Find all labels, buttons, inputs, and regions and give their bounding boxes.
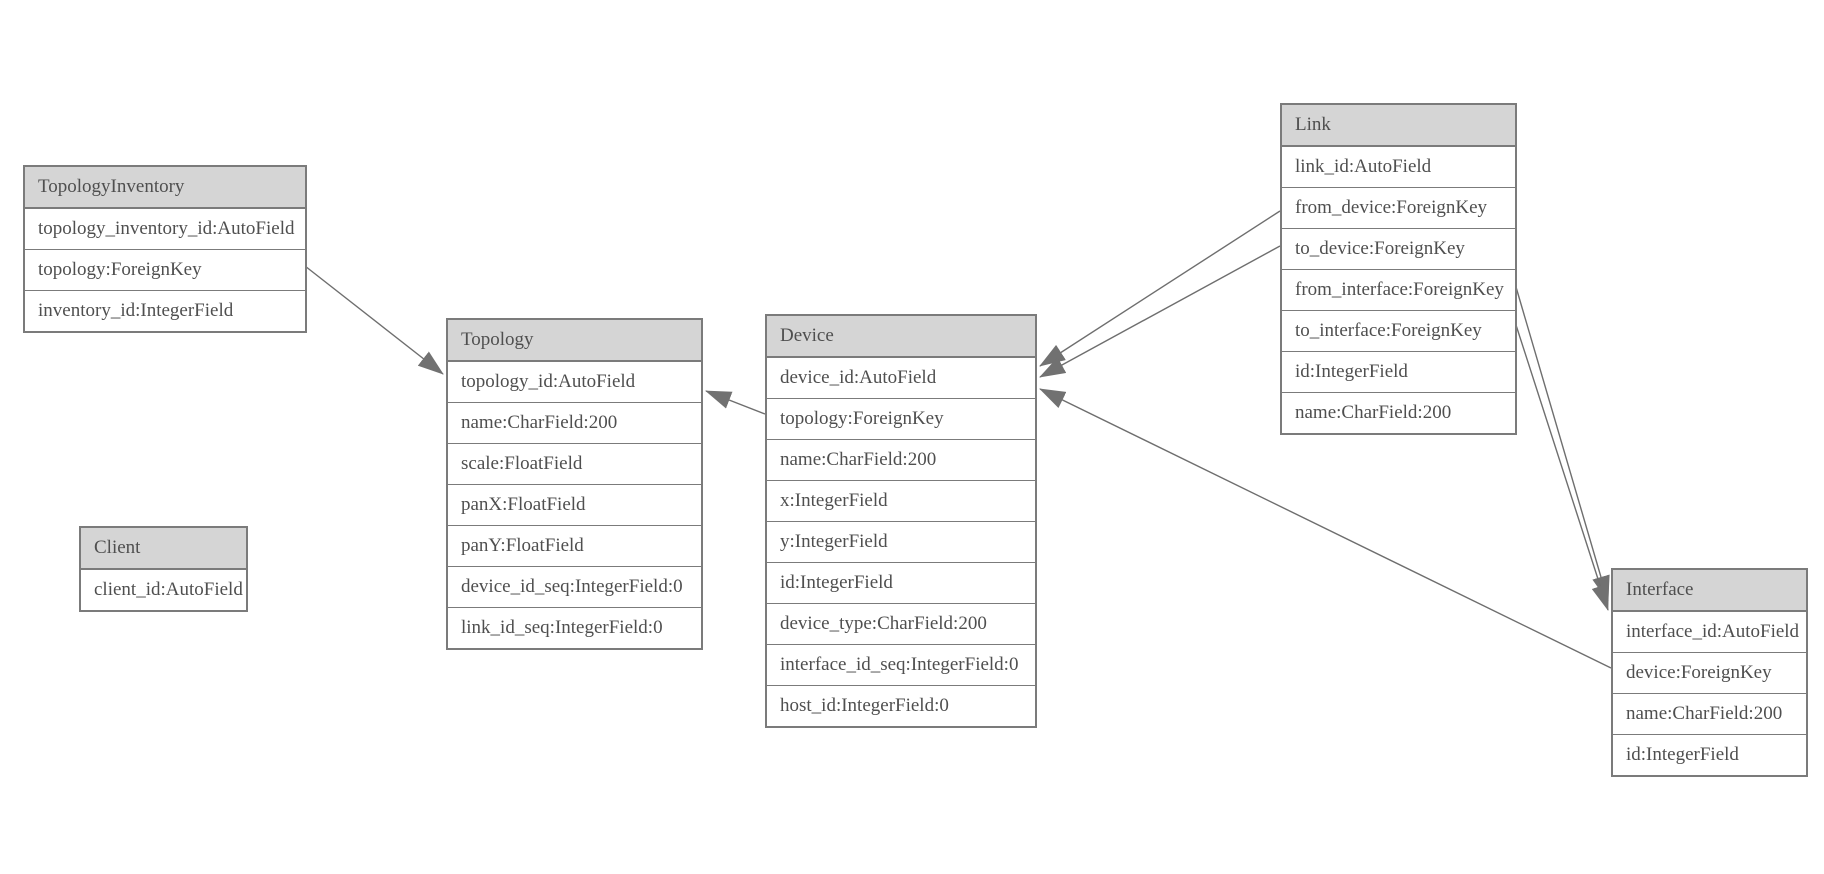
field-row: inventory_id:IntegerField <box>25 291 305 331</box>
field-row: id:IntegerField <box>767 563 1035 604</box>
field-row: name:CharField:200 <box>1613 694 1806 735</box>
field-row: id:IntegerField <box>1282 352 1515 393</box>
field-row: topology:ForeignKey <box>767 399 1035 440</box>
field-row: host_id:IntegerField:0 <box>767 686 1035 726</box>
field-row: y:IntegerField <box>767 522 1035 563</box>
field-row: link_id:AutoField <box>1282 147 1515 188</box>
field-row: id:IntegerField <box>1613 735 1806 775</box>
field-row: topology:ForeignKey <box>25 250 305 291</box>
field-row: topology_id:AutoField <box>448 362 701 403</box>
edge-link-from-interface-to-interface <box>1515 286 1610 602</box>
field-row: x:IntegerField <box>767 481 1035 522</box>
field-row: scale:FloatField <box>448 444 701 485</box>
entity-title-device: Device <box>767 316 1035 358</box>
edge-interface-device-to-device <box>1039 388 1612 669</box>
field-row: name:CharField:200 <box>1282 393 1515 433</box>
edge-device-topology-to-topology <box>705 390 766 415</box>
field-row: name:CharField:200 <box>767 440 1035 481</box>
entity-title-interface: Interface <box>1613 570 1806 612</box>
field-row: topology_inventory_id:AutoField <box>25 209 305 250</box>
field-row: device:ForeignKey <box>1613 653 1806 694</box>
field-row: device_id:AutoField <box>767 358 1035 399</box>
entity-title-topology: Topology <box>448 320 701 362</box>
edge-link-to-interface-to-interface <box>1515 324 1609 611</box>
entity-title-link: Link <box>1282 105 1515 147</box>
field-row: device_type:CharField:200 <box>767 604 1035 645</box>
edge-link-from-device-to-device <box>1039 210 1281 367</box>
field-row: panX:FloatField <box>448 485 701 526</box>
field-row: device_id_seq:IntegerField:0 <box>448 567 701 608</box>
edge-link-to-device-to-device <box>1039 245 1281 378</box>
field-row: client_id:AutoField <box>81 570 246 610</box>
field-row: panY:FloatField <box>448 526 701 567</box>
field-row: from_interface:ForeignKey <box>1282 270 1515 311</box>
field-row: from_device:ForeignKey <box>1282 188 1515 229</box>
entity-title-topology-inventory: TopologyInventory <box>25 167 305 209</box>
field-row: interface_id_seq:IntegerField:0 <box>767 645 1035 686</box>
field-row: interface_id:AutoField <box>1613 612 1806 653</box>
field-row: link_id_seq:IntegerField:0 <box>448 608 701 648</box>
field-row: to_interface:ForeignKey <box>1282 311 1515 352</box>
field-row: to_device:ForeignKey <box>1282 229 1515 270</box>
entity-title-client: Client <box>81 528 246 570</box>
edge-topologyinventory-topology-to-topology <box>304 265 444 375</box>
field-row: name:CharField:200 <box>448 403 701 444</box>
